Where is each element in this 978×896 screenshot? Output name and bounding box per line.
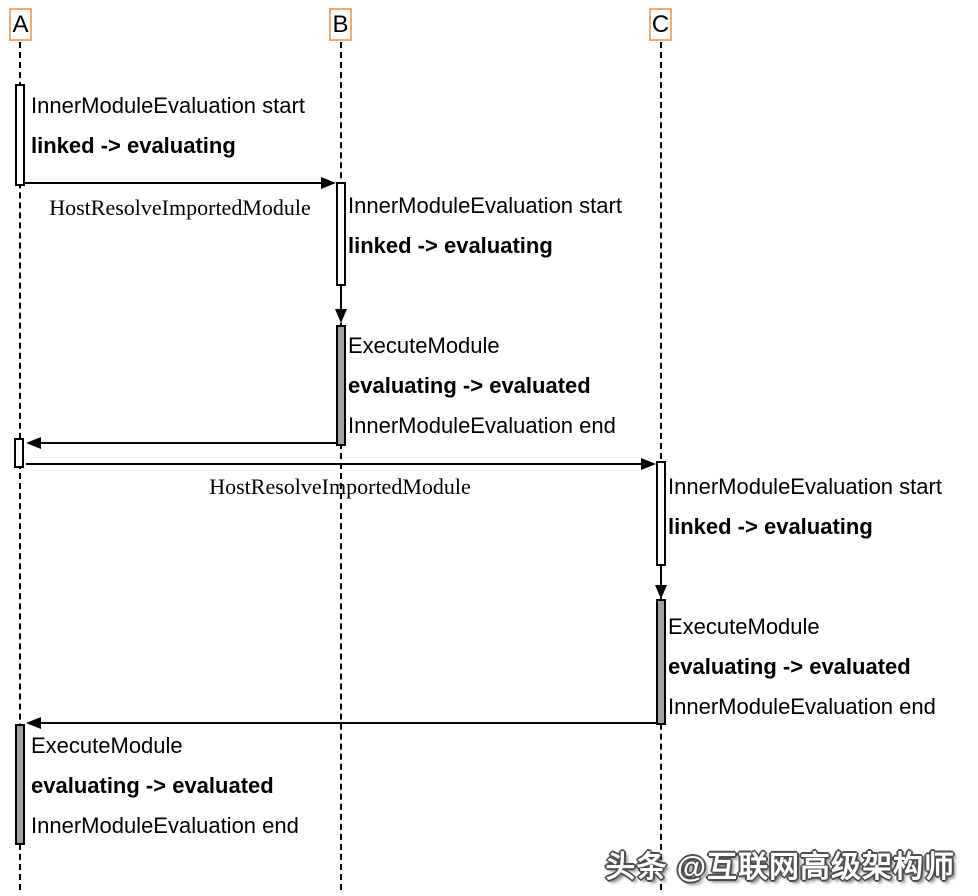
- participant-box-a: A: [9, 8, 32, 41]
- self-arrow-c-head: [655, 585, 667, 599]
- note-line: evaluating -> evaluated: [31, 773, 274, 798]
- arrow-c-to-a-line: [39, 722, 656, 724]
- note-line: evaluating -> evaluated: [348, 373, 591, 398]
- message-label-host-resolve-2: HostResolveImportedModule: [209, 474, 471, 499]
- self-arrow-c-line: [660, 566, 662, 586]
- note-line: InnerModuleEvaluation start: [348, 193, 622, 218]
- arrow-b-to-a-head: [26, 437, 41, 449]
- note-c-start: InnerModuleEvaluation start linked -> ev…: [668, 467, 942, 547]
- arrow-b-to-a-line: [39, 442, 336, 444]
- activation-a-1: [15, 84, 25, 186]
- note-a-execute: ExecuteModule evaluating -> evaluated In…: [31, 726, 299, 846]
- note-line: InnerModuleEvaluation start: [31, 93, 305, 118]
- note-a-start: InnerModuleEvaluation start linked -> ev…: [31, 86, 305, 166]
- message-label-host-resolve-1: HostResolveImportedModule: [49, 195, 311, 220]
- note-line: evaluating -> evaluated: [668, 654, 911, 679]
- activation-b-2: [336, 325, 346, 446]
- note-line: linked -> evaluating: [348, 233, 553, 258]
- participant-box-c: C: [649, 8, 672, 41]
- arrow-c-to-a-head: [26, 717, 41, 729]
- activation-c-1: [656, 461, 666, 566]
- note-line: InnerModuleEvaluation end: [31, 813, 299, 838]
- self-arrow-b-head: [335, 309, 347, 323]
- note-line: linked -> evaluating: [668, 514, 873, 539]
- participant-c-label: C: [651, 10, 670, 38]
- note-b-execute: ExecuteModule evaluating -> evaluated In…: [348, 326, 616, 446]
- self-arrow-b-line: [340, 286, 342, 310]
- participant-a-label: A: [12, 10, 29, 38]
- activation-a-2: [14, 438, 24, 468]
- activation-c-2: [656, 599, 666, 725]
- arrow-a-to-b-line: [25, 182, 322, 184]
- participant-box-b: B: [329, 8, 352, 41]
- note-line: ExecuteModule: [348, 333, 500, 358]
- note-line: ExecuteModule: [31, 733, 183, 758]
- note-line: InnerModuleEvaluation end: [668, 694, 936, 719]
- activation-a-3: [15, 724, 25, 845]
- note-c-execute: ExecuteModule evaluating -> evaluated In…: [668, 607, 936, 727]
- lifeline-b: [340, 42, 342, 890]
- activation-b-1: [336, 182, 346, 286]
- watermark-text: 头条 @互联网高级架构师: [605, 851, 955, 884]
- note-line: ExecuteModule: [668, 614, 820, 639]
- note-line: linked -> evaluating: [31, 133, 236, 158]
- note-line: InnerModuleEvaluation end: [348, 413, 616, 438]
- participant-b-label: B: [332, 10, 349, 38]
- note-b-start: InnerModuleEvaluation start linked -> ev…: [348, 186, 622, 266]
- arrow-a-to-c-head: [641, 458, 656, 470]
- arrow-a-to-c-line: [26, 463, 643, 465]
- note-line: InnerModuleEvaluation start: [668, 474, 942, 499]
- arrow-a-to-b-head: [321, 177, 336, 189]
